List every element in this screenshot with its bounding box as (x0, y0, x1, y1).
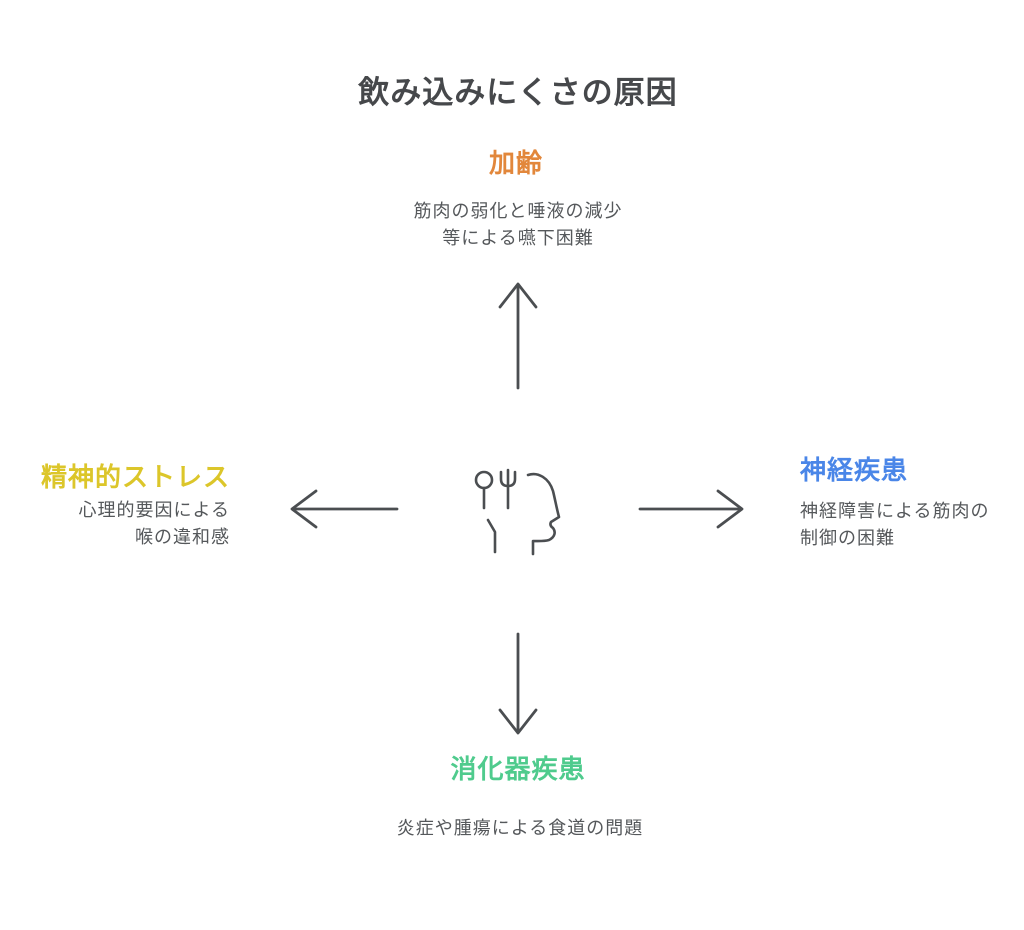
node-stress-label: 精神的ストレス (40, 462, 230, 492)
arrow-up (498, 282, 538, 390)
arrow-down (498, 632, 538, 735)
node-aging-label: 加齢 (488, 148, 544, 178)
spoon-fork-face-icon (474, 468, 561, 556)
node-neuro-description: 神経障害による筋肉の 制御の困難 (800, 501, 990, 548)
node-stress-description: 心理的要因による 喉の違和感 (78, 500, 230, 547)
node-neuro-label: 神経疾患 (800, 455, 909, 485)
node-aging-description: 筋肉の弱化と唾液の減少 等による嚥下困難 (413, 201, 623, 248)
node-digestive-label: 消化器疾患 (450, 754, 586, 784)
node-digestive-description: 炎症や腫瘍による食道の問題 (396, 818, 644, 838)
arrow-left (290, 489, 399, 529)
arrow-right (638, 489, 744, 529)
diagram-title: 飲み込みにくさの原因 (358, 75, 678, 110)
